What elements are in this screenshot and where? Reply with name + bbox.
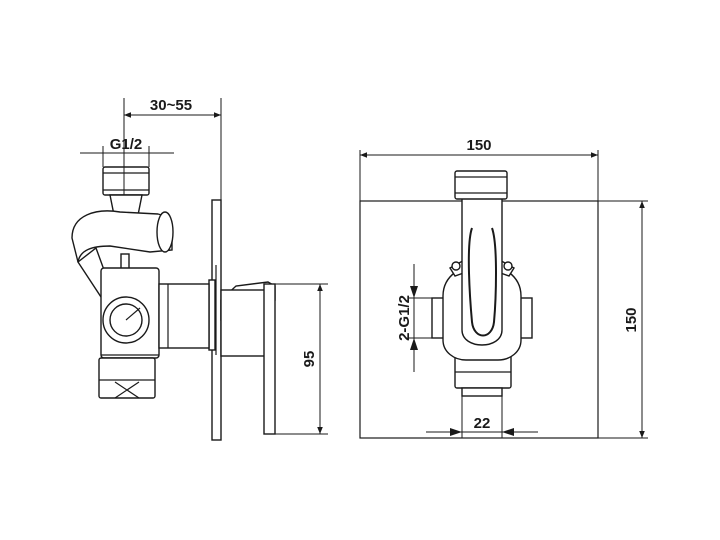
dim-inlet-arrow-bottom [410, 338, 418, 350]
dim-thread-label: G1/2 [110, 136, 143, 153]
dim-height-label: 95 [301, 351, 318, 368]
side-dimensions: 30~55 G1/2 95 [80, 97, 328, 435]
dim-depth-label: 30~55 [150, 97, 192, 114]
handle-base [220, 289, 272, 357]
outlet-pipe [461, 387, 503, 397]
top-fitting-nut [102, 166, 150, 196]
dim-outlet-arrow-right [502, 428, 514, 436]
valve-port-indicator [125, 307, 141, 321]
front-view [359, 170, 599, 439]
dim-fheight-label: 150 [623, 307, 640, 332]
mount-hole-left [451, 261, 461, 271]
dim-width-label: 150 [466, 137, 491, 154]
mount-hole-right [503, 261, 513, 271]
side-view [71, 166, 276, 441]
bottom-nut-cross [114, 381, 140, 399]
front-top-nut [454, 170, 508, 200]
front-dimensions: 150 150 2-G1/2 22 [359, 137, 648, 439]
side-port-oval [156, 211, 174, 253]
dim-inlet-label: 2-G1/2 [396, 295, 413, 341]
dim-outlet-arrow-left [450, 428, 462, 436]
u-pipe-inner [467, 227, 497, 337]
dim-outlet-label: 22 [474, 415, 491, 432]
side-wall-flange [208, 279, 216, 351]
u-pipe-outer [461, 197, 503, 346]
bottom-nut [98, 357, 156, 399]
dim-inlet-arrow-top [410, 286, 418, 298]
handle-grip [263, 283, 276, 435]
cartridge-housing [158, 283, 210, 349]
